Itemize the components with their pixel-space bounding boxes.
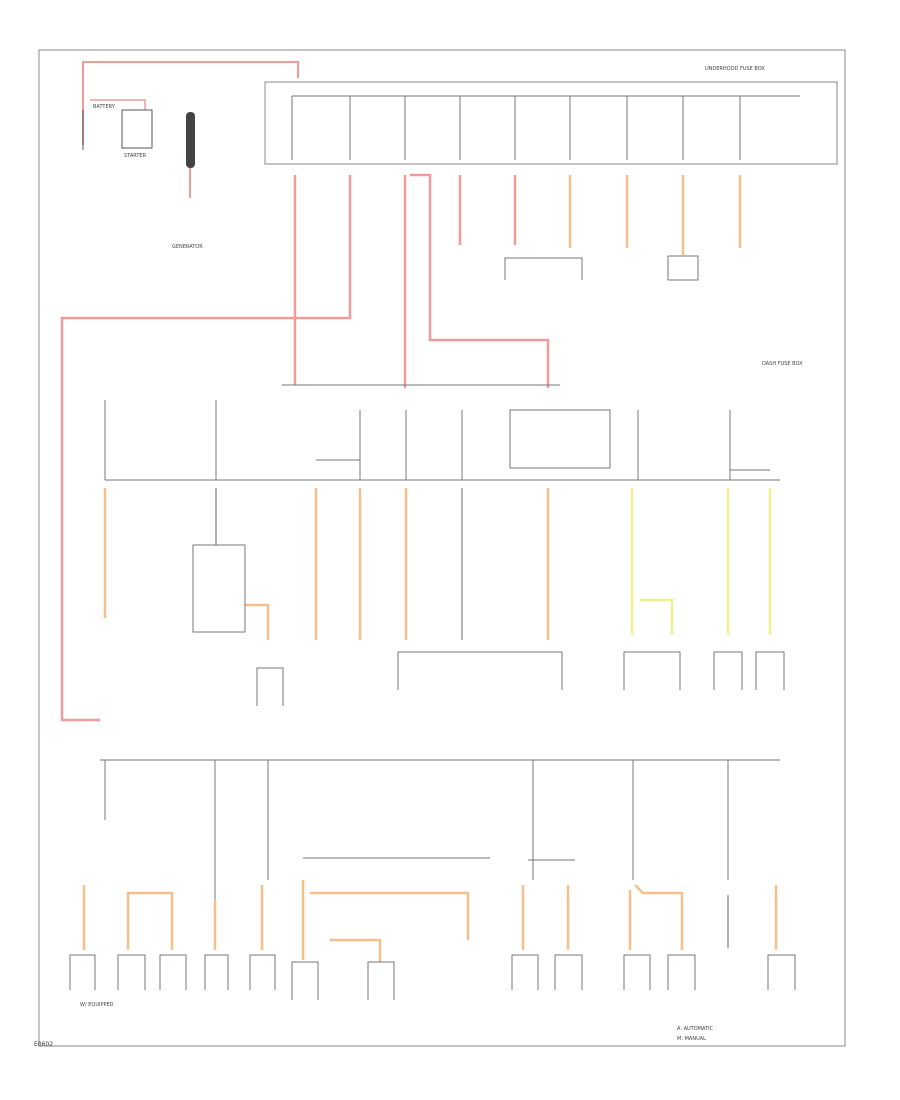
dash-box-label: DASH FUSE BOX bbox=[762, 361, 803, 367]
underhood-fuse-box: UNDERHOOD FUSE BOX bbox=[264, 66, 838, 165]
middle-loads bbox=[192, 544, 785, 706]
lower-orange-wires bbox=[82, 880, 778, 962]
dash-switch-outlines bbox=[104, 400, 770, 480]
red-feed-wires bbox=[60, 173, 550, 722]
orange-feed-wires bbox=[568, 175, 742, 255]
battery-section: BATTERY STARTER bbox=[82, 61, 299, 159]
middle-black-wires bbox=[215, 488, 463, 640]
lower-loads bbox=[69, 954, 796, 1000]
equipped-note: W/ EQUIPPED bbox=[80, 1002, 114, 1008]
middle-yellow-wires bbox=[630, 488, 772, 635]
dash-fuse-box: DASH FUSE BOX bbox=[105, 361, 803, 481]
manual-note: M: MANUAL bbox=[677, 1036, 706, 1042]
generator-label: GENERATOR bbox=[172, 244, 203, 250]
automatic-note: A: AUTOMATIC bbox=[677, 1026, 714, 1032]
lower-bus bbox=[100, 759, 780, 900]
underhood-loads bbox=[504, 255, 699, 281]
underhood-box-label: UNDERHOOD FUSE BOX bbox=[705, 66, 765, 72]
starter-box bbox=[121, 109, 153, 149]
generator-section: GENERATOR bbox=[172, 112, 203, 250]
diagram-border bbox=[38, 49, 846, 1047]
middle-orange-wires bbox=[103, 488, 550, 640]
generator-coil-icon bbox=[186, 112, 195, 168]
starter-label: STARTER bbox=[124, 153, 147, 159]
footer-code: E0602 bbox=[34, 1041, 54, 1048]
battery-label: BATTERY bbox=[93, 104, 116, 110]
